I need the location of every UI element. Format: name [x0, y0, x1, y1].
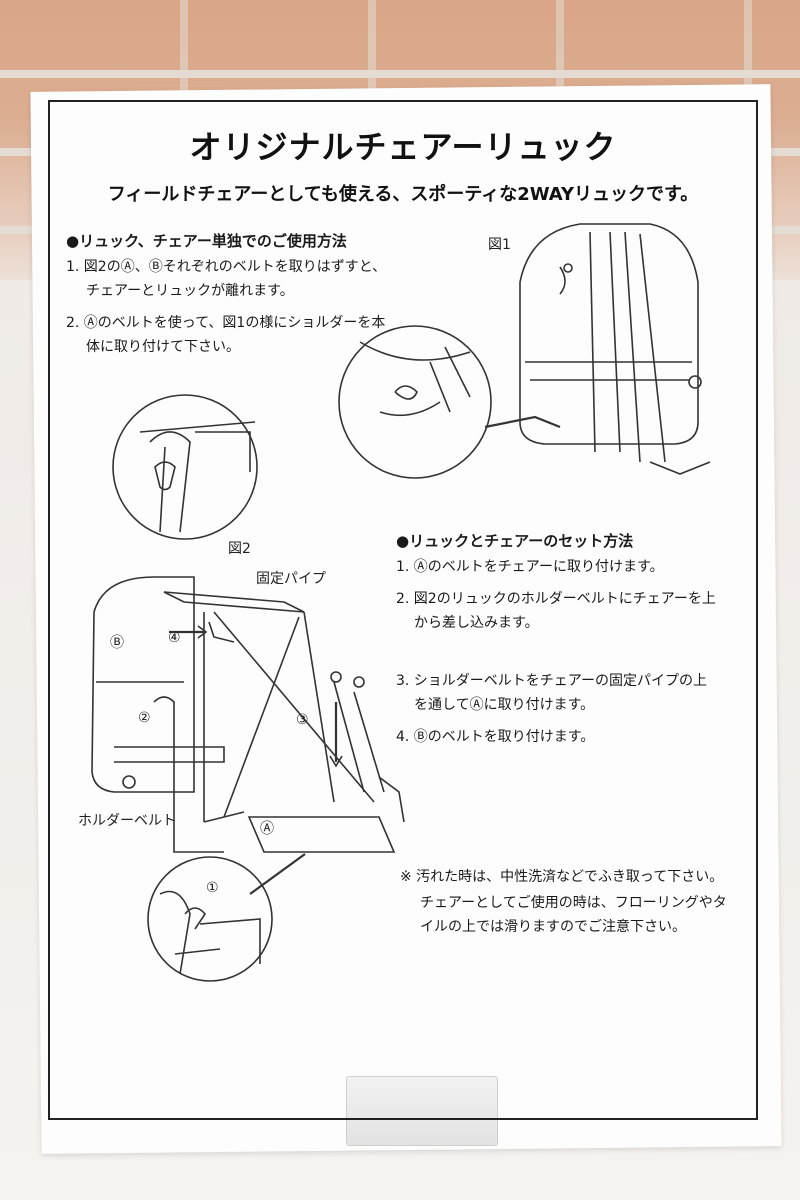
- marker-a: Ⓐ: [260, 818, 274, 838]
- section2-step2-line2: から差し込みます。: [414, 612, 539, 635]
- section1-heading: ●リュック、チェアー単独でのご使用方法: [66, 230, 347, 253]
- figure2-detail-zoom-top: [110, 392, 260, 542]
- section2-heading: ●リュックとチェアーのセット方法: [396, 530, 633, 553]
- note-line-1: ※ 汚れた時は、中性洗済などでふき取って下さい。: [400, 866, 723, 889]
- marker-step-2: ②: [138, 710, 151, 726]
- note-line-3: イルの上では滑りますのでご注意下さい。: [420, 916, 686, 939]
- section2-step2-line1: 2. 図2のリュックのホルダーベルトにチェアーを上: [396, 588, 716, 611]
- figure2-label: 図2: [228, 538, 251, 558]
- marker-step-3: ③: [296, 712, 309, 728]
- section1-step1-line2: チェアーとリュックが離れます。: [86, 280, 294, 303]
- holder-belt-label: ホルダーベルト: [78, 810, 176, 830]
- note-line-2: チェアーとしてご使用の時は、フローリングやタ: [420, 892, 727, 915]
- marker-b: Ⓑ: [110, 632, 124, 652]
- section2-step1-line1: 1. Ⓐのベルトをチェアーに取り付けます。: [396, 556, 664, 579]
- section2-step3-line1: 3. ショルダーベルトをチェアーの固定パイプの上: [396, 670, 707, 693]
- marker-step-1: ①: [206, 880, 219, 896]
- page-title: オリジナルチェアーリュック: [50, 122, 756, 168]
- page-subtitle: フィールドチェアーとしても使える、スポーティな2WAYリュックです。: [50, 180, 756, 206]
- sheet-border-frame: オリジナルチェアーリュック フィールドチェアーとしても使える、スポーティな2WA…: [48, 100, 758, 1120]
- section2-step3-line2: を通してⒶに取り付けます。: [414, 694, 594, 717]
- section2-step4-line1: 4. Ⓑのベルトを取り付けます。: [396, 726, 594, 749]
- figure2-detail-zoom-bottom: [140, 854, 310, 984]
- section1-step2-line2: 体に取り付けて下さい。: [86, 336, 240, 359]
- marker-step-4: ④: [168, 630, 181, 646]
- figure1-backpack-illustration: [320, 212, 740, 482]
